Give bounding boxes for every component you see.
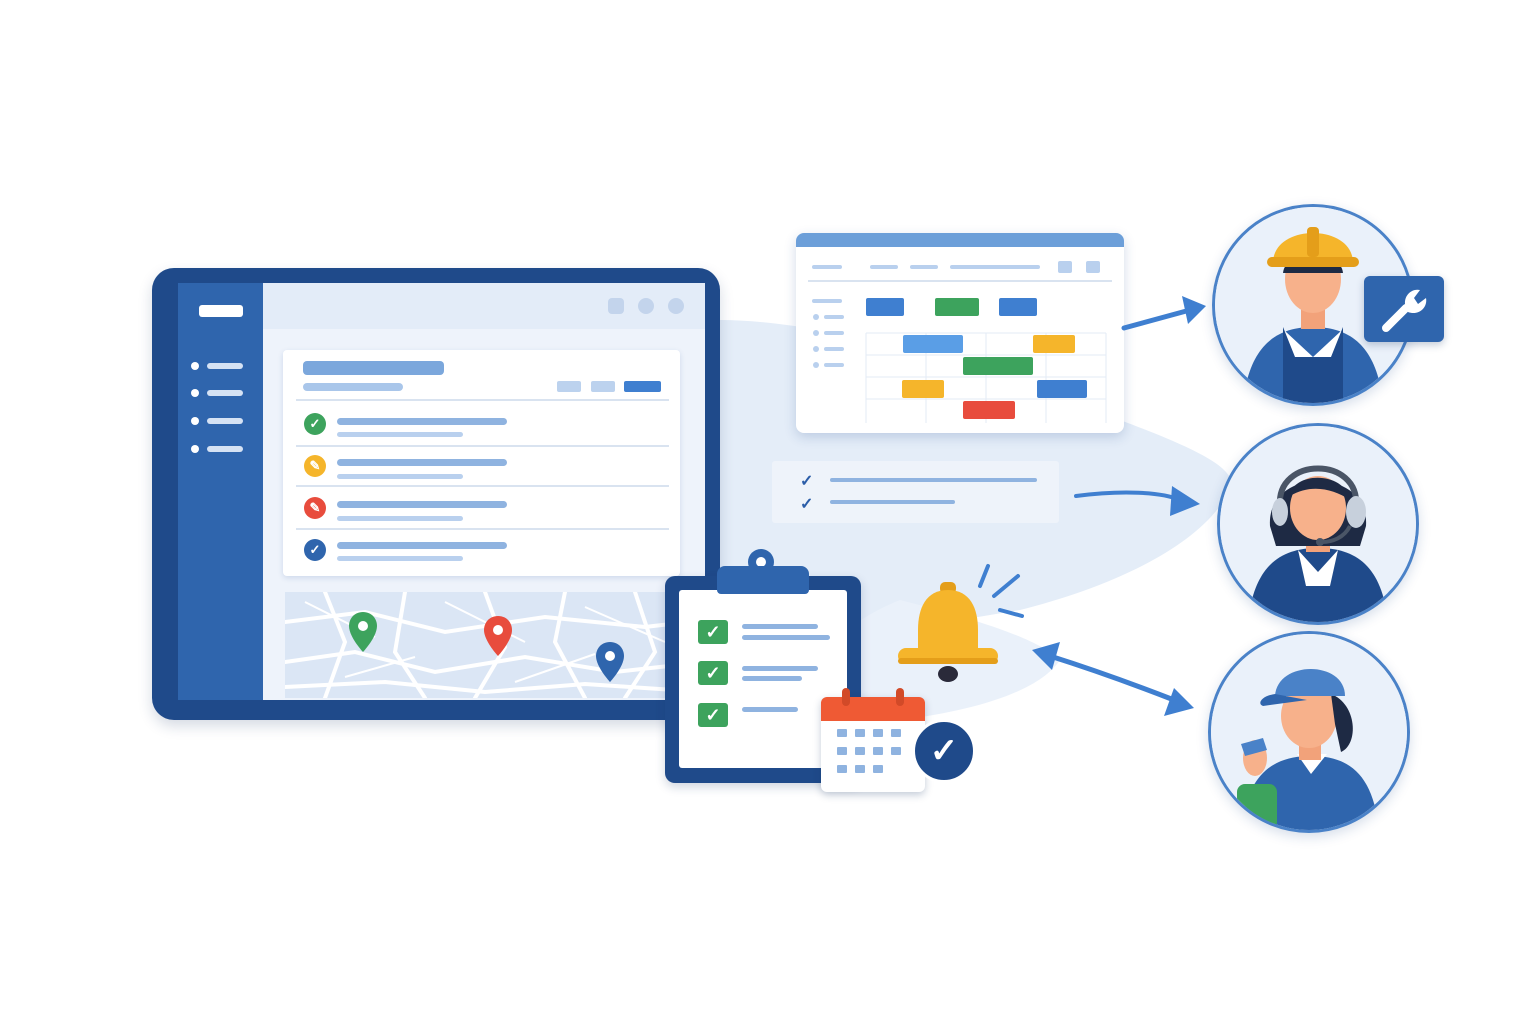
cleaner-avatar[interactable] <box>1208 631 1410 833</box>
task-detail <box>337 556 463 561</box>
card-tab[interactable] <box>591 381 615 392</box>
schedule-block[interactable] <box>963 401 1015 419</box>
schedule-block[interactable] <box>1037 380 1087 398</box>
schedule-block[interactable] <box>999 298 1037 316</box>
card-subtitle <box>303 383 403 391</box>
task-title <box>337 418 507 425</box>
arrow-icon <box>1074 486 1200 516</box>
checklist-line <box>742 635 830 640</box>
card-tab[interactable] <box>557 381 581 392</box>
calendar-day <box>855 765 865 773</box>
schedule-block[interactable] <box>935 298 979 316</box>
sidebar-item[interactable] <box>191 416 245 426</box>
window-control[interactable] <box>608 298 624 314</box>
calendar-day <box>855 747 865 755</box>
map-pin-icon[interactable] <box>594 640 626 684</box>
check-badge-icon: ✓ <box>912 719 976 783</box>
arrow-icon <box>1121 296 1206 331</box>
check-icon: ✓ <box>800 496 814 513</box>
dashboard-topbar <box>263 283 705 329</box>
sidebar-item[interactable] <box>191 388 245 398</box>
calendar-day <box>855 729 865 737</box>
window-control[interactable] <box>668 298 684 314</box>
sidebar-item[interactable] <box>191 444 245 454</box>
bidirectional-arrow-icon <box>1032 642 1194 716</box>
cleaner-icon <box>1211 634 1407 830</box>
dashboard-sidebar <box>178 283 263 700</box>
checklist-panel <box>772 461 1059 523</box>
clipboard-clamp <box>717 566 809 594</box>
map-pin-icon[interactable] <box>482 614 514 658</box>
wrench-icon <box>1382 289 1427 332</box>
check-icon: ✓ <box>698 661 728 685</box>
divider <box>296 445 669 447</box>
checklist-line <box>742 707 798 712</box>
task-detail <box>337 516 463 521</box>
task-detail <box>337 474 463 479</box>
divider <box>296 528 669 530</box>
calendar-day <box>891 729 901 737</box>
schedule-block[interactable] <box>866 298 904 316</box>
task-title <box>337 459 507 466</box>
schedule-block[interactable] <box>902 380 944 398</box>
calendar-day <box>837 729 847 737</box>
calendar-ring <box>842 688 850 706</box>
calendar-header <box>821 697 925 721</box>
task-title <box>337 542 507 549</box>
divider <box>296 399 669 401</box>
checklist-line <box>742 624 818 629</box>
checklist-item <box>830 478 1037 482</box>
card-title <box>303 361 444 375</box>
calendar-day <box>873 765 883 773</box>
check-icon: ✓ <box>698 620 728 644</box>
divider <box>296 485 669 487</box>
calendar-ring <box>896 688 904 706</box>
technician-icon <box>1215 207 1411 403</box>
pencil-icon: ✎ <box>304 455 326 477</box>
checklist-line <box>742 666 818 671</box>
schedule-block[interactable] <box>963 357 1033 375</box>
task-detail <box>337 432 463 437</box>
support-agent-avatar[interactable] <box>1217 423 1419 625</box>
task-title <box>337 501 507 508</box>
check-icon: ✓ <box>304 539 326 561</box>
schedule-titlebar <box>796 233 1124 247</box>
calendar-day <box>837 765 847 773</box>
card-tab-active[interactable] <box>624 381 661 392</box>
calendar-day <box>873 729 883 737</box>
checklist-item <box>830 500 955 504</box>
calendar-day <box>837 747 847 755</box>
notification-bell-icon <box>898 582 998 682</box>
schedule-block[interactable] <box>1033 335 1075 353</box>
sidebar-logo <box>199 305 243 317</box>
check-icon: ✓ <box>698 703 728 727</box>
support-agent-icon <box>1220 426 1416 622</box>
check-icon: ✓ <box>800 473 814 490</box>
check-icon: ✓ <box>304 413 326 435</box>
sidebar-item[interactable] <box>191 361 245 371</box>
clipboard-ring-hole <box>756 557 766 567</box>
calendar-day <box>891 747 901 755</box>
pencil-icon: ✎ <box>304 497 326 519</box>
ring-lines-icon <box>978 564 1024 618</box>
checklist-line <box>742 676 802 681</box>
map-pin-icon[interactable] <box>347 610 379 654</box>
schedule-block[interactable] <box>903 335 963 353</box>
calendar-day <box>873 747 883 755</box>
window-control[interactable] <box>638 298 654 314</box>
wrench-badge <box>1364 276 1444 342</box>
